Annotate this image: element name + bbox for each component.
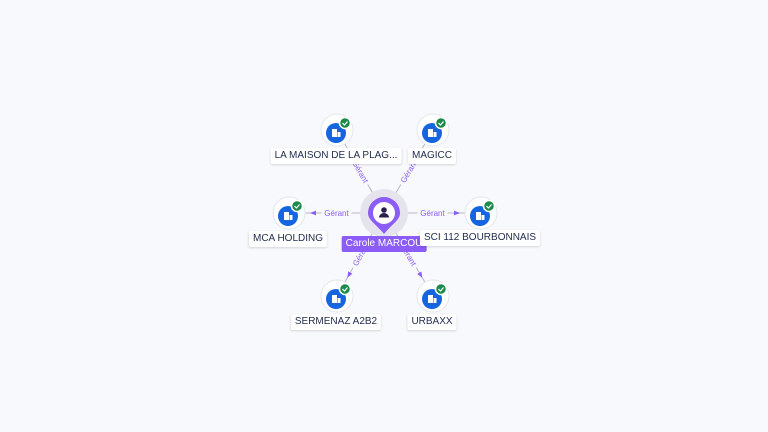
person-icon xyxy=(379,207,389,218)
check-badge-icon xyxy=(338,282,352,296)
person-name-label[interactable]: Carole MARCOU xyxy=(341,236,427,252)
company-name-label[interactable]: SCI 112 BOURBONNAIS xyxy=(419,230,541,246)
nodes xyxy=(272,113,498,313)
edge-arrow-icon xyxy=(347,271,353,278)
company-node[interactable] xyxy=(320,279,354,313)
edge-arrow-icon xyxy=(417,271,423,278)
company-name-label[interactable]: URBAXX xyxy=(407,314,457,330)
check-badge-icon xyxy=(338,116,352,130)
company-node[interactable] xyxy=(416,279,450,313)
check-badge-icon xyxy=(290,199,304,213)
building-icon xyxy=(332,295,341,303)
edge-label-bg xyxy=(321,207,352,219)
company-node[interactable] xyxy=(416,113,450,147)
company-name-label[interactable]: SERMENAZ A2B2 xyxy=(290,314,382,330)
building-icon xyxy=(476,212,485,220)
building-icon xyxy=(284,212,293,220)
edge-role-text: Gérant xyxy=(324,209,349,218)
company-name-label[interactable]: MCA HOLDING xyxy=(248,231,328,247)
building-icon xyxy=(428,129,437,137)
company-node[interactable] xyxy=(272,196,306,230)
company-node[interactable] xyxy=(464,196,498,230)
check-badge-icon xyxy=(482,199,496,213)
edge-role-text: Gérant xyxy=(420,209,445,218)
company-node[interactable] xyxy=(320,113,354,147)
check-badge-icon xyxy=(434,282,448,296)
company-name-label[interactable]: MAGICC xyxy=(408,148,456,164)
edge-label: Gérant xyxy=(417,207,448,219)
person-node[interactable] xyxy=(360,189,408,237)
check-badge-icon xyxy=(434,116,448,130)
building-icon xyxy=(332,129,341,137)
company-name-label[interactable]: LA MAISON DE LA PLAG... xyxy=(270,148,402,164)
edge-label: Gérant xyxy=(321,207,352,219)
building-icon xyxy=(428,295,437,303)
edge-arrow-icon xyxy=(454,210,460,216)
edge-arrow-icon xyxy=(310,210,316,216)
edge-label-bg xyxy=(417,207,448,219)
